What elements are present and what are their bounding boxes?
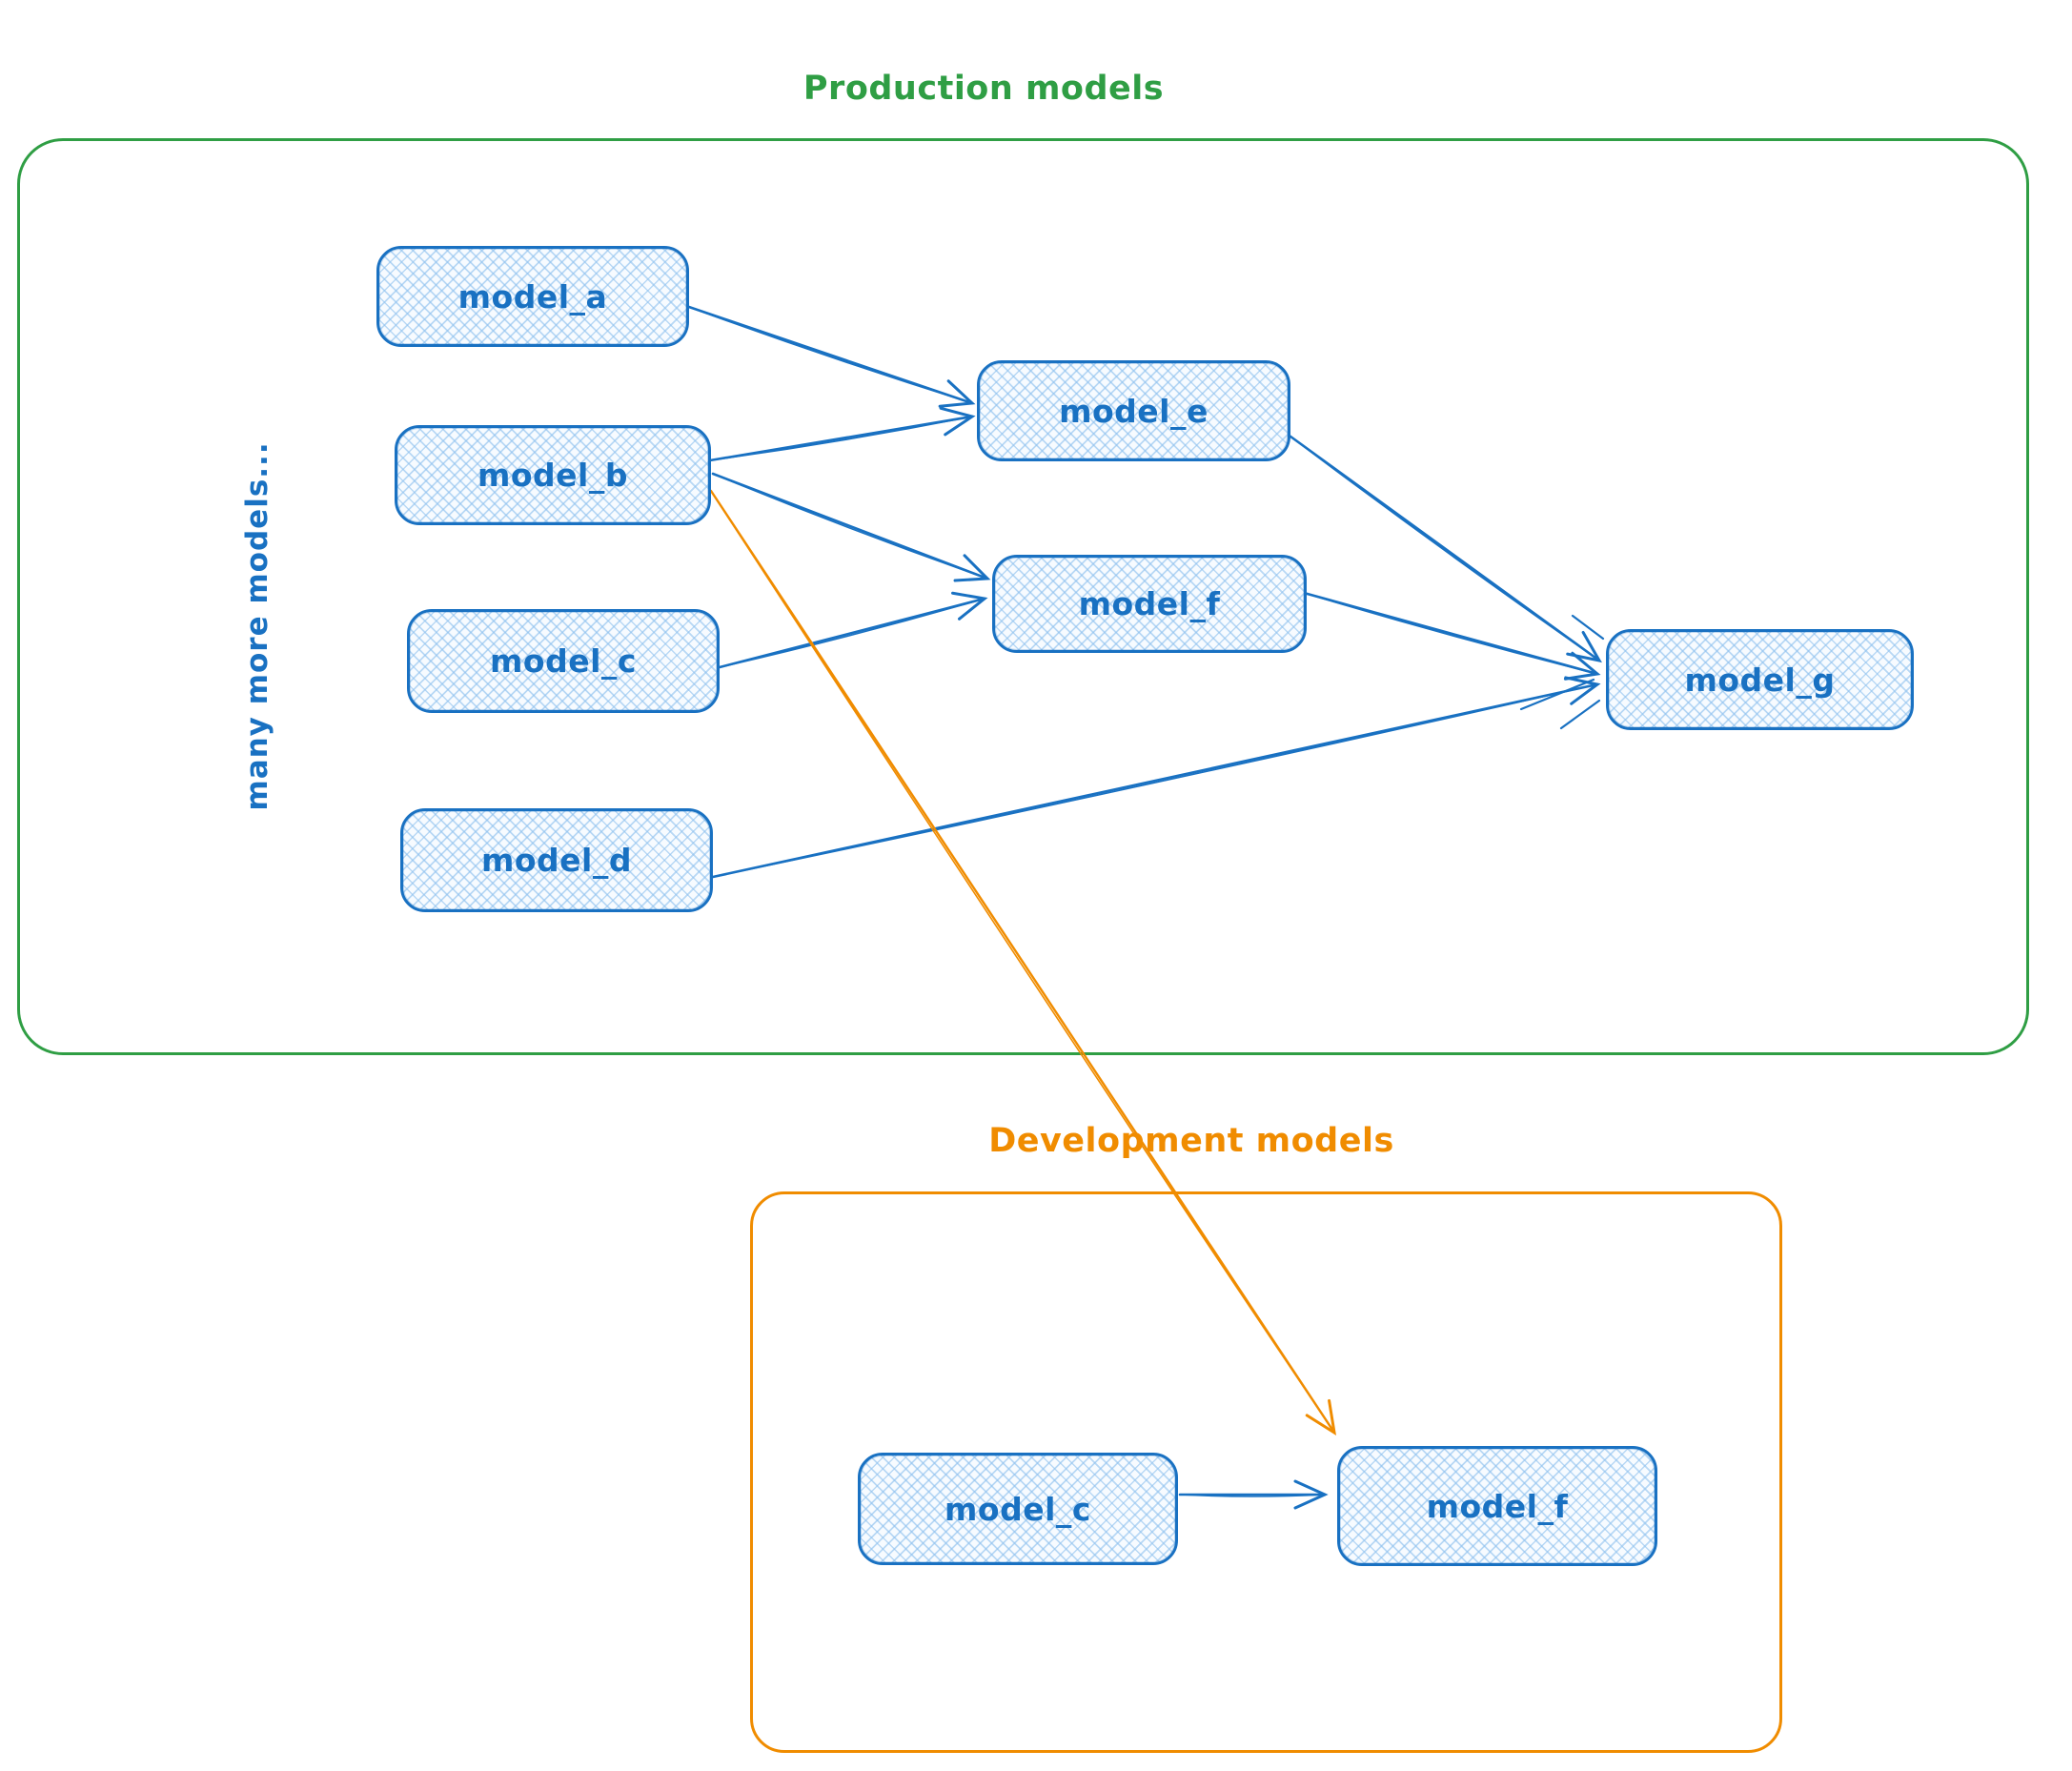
node-model-f[interactable]: model_f [992,555,1307,653]
node-model-c-label: model_c [490,642,637,680]
node-dev-model-c-label: model_c [945,1490,1091,1528]
node-model-e-label: model_e [1059,392,1209,430]
node-model-e[interactable]: model_e [977,360,1290,461]
node-model-d-label: model_d [481,842,632,879]
node-model-b-label: model_b [477,457,628,494]
node-dev-model-f[interactable]: model_f [1337,1446,1657,1566]
production-title: Production models [802,70,1165,108]
node-dev-model-f-label: model_f [1426,1487,1569,1525]
development-title: Development models [988,1122,1394,1160]
node-dev-model-c[interactable]: model_c [858,1453,1178,1565]
node-model-g-label: model_g [1684,661,1836,699]
node-model-a[interactable]: model_a [376,246,689,347]
node-model-f-label: model_f [1078,585,1221,622]
node-model-b[interactable]: model_b [395,425,711,525]
node-model-a-label: model_a [457,277,608,316]
node-model-g[interactable]: model_g [1606,629,1914,730]
node-model-c[interactable]: model_c [407,609,720,713]
node-model-d[interactable]: model_d [400,808,713,912]
many-more-models-note: many more models... [240,441,274,811]
